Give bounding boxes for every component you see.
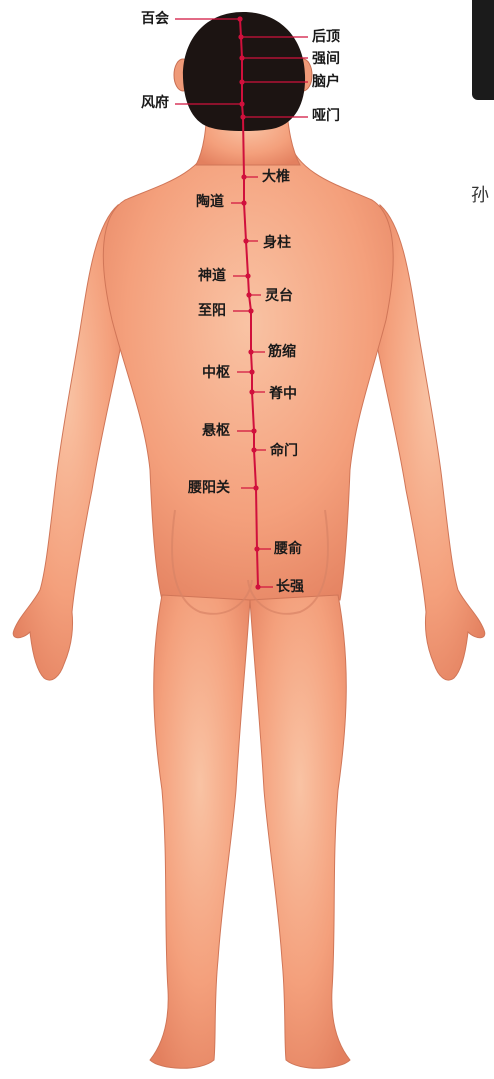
label-zhiyang: 至阳: [198, 303, 226, 319]
hair: [183, 12, 305, 131]
point-dot-yaoshu: [254, 546, 259, 551]
point-dot-dazhui: [241, 174, 246, 179]
point-dot-houding: [238, 34, 243, 39]
point-dot-changqiang: [255, 584, 260, 589]
label-houding: 后顶: [312, 29, 340, 45]
point-dot-yaoyangguan: [253, 485, 258, 490]
point-dot-naohu: [239, 79, 244, 84]
point-dot-taodao: [241, 200, 246, 205]
edge-text: 孙: [471, 181, 489, 207]
label-changqiang: 长强: [276, 579, 304, 595]
point-dot-fengfu: [239, 101, 244, 106]
label-dazhui: 大椎: [262, 169, 290, 185]
point-dot-zhongshu: [249, 369, 254, 374]
point-dot-mingmen: [251, 447, 256, 452]
label-xuanshu: 悬枢: [202, 423, 230, 439]
torso: [103, 140, 393, 600]
left-leg: [150, 595, 250, 1068]
page-edge-shadow: [472, 0, 494, 100]
label-naohu: 脑户: [312, 74, 340, 90]
label-yaoshu: 腰俞: [274, 541, 302, 557]
point-dot-qiangjian: [239, 55, 244, 60]
label-shenzhu: 身柱: [263, 235, 291, 251]
label-taodao: 陶道: [196, 194, 224, 210]
point-dot-jizhong: [249, 389, 254, 394]
label-jinsuo: 筋缩: [268, 344, 296, 360]
label-shendao: 神道: [198, 268, 226, 284]
label-fengfu: 风府: [141, 95, 169, 111]
label-baihui: 百会: [141, 11, 169, 27]
point-dot-yamen: [240, 114, 245, 119]
point-dot-zhiyang: [248, 308, 253, 313]
label-qiangjian: 强间: [312, 51, 340, 67]
label-lingtai: 灵台: [265, 288, 293, 304]
point-dot-baihui: [237, 16, 242, 21]
point-dot-shenzhu: [243, 238, 248, 243]
point-dot-jinsuo: [248, 349, 253, 354]
point-dot-xuanshu: [251, 428, 256, 433]
label-mingmen: 命门: [270, 443, 298, 459]
label-zhongshu: 中枢: [202, 365, 230, 381]
right-leg: [250, 595, 350, 1068]
point-dot-lingtai: [246, 292, 251, 297]
point-dot-shendao: [245, 273, 250, 278]
label-yaoyangguan: 腰阳关: [188, 480, 230, 496]
label-jizhong: 脊中: [269, 386, 297, 402]
label-yamen: 哑门: [312, 108, 340, 124]
right-arm: [378, 205, 485, 680]
